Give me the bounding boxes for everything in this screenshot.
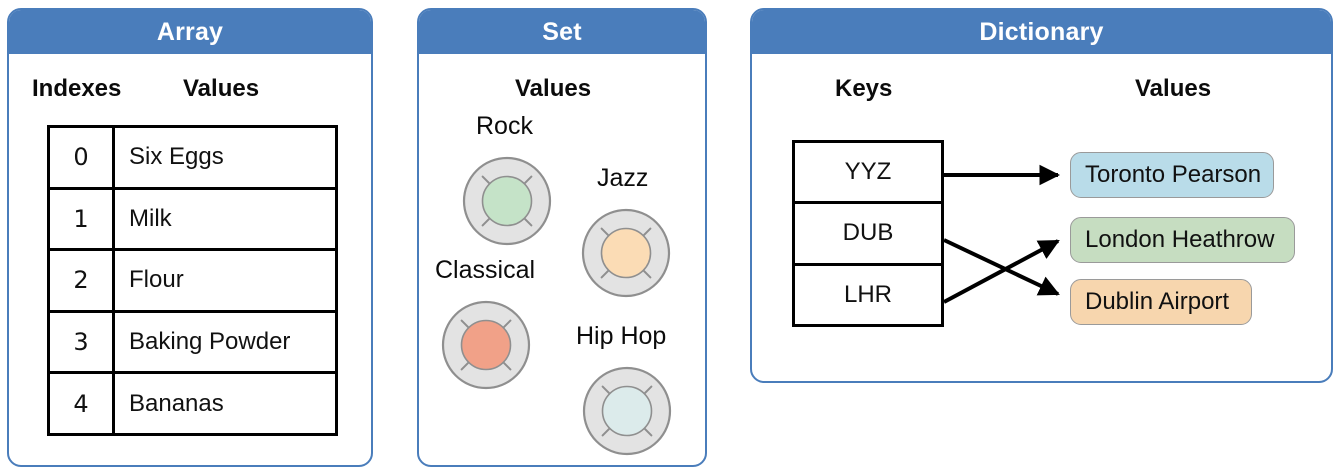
- panel-array-body: Indexes Values 0 Six Eggs 1 Milk 2 Flour…: [9, 54, 371, 465]
- array-index-cell: 4: [50, 374, 115, 433]
- record-disc-icon: [462, 156, 552, 246]
- panel-array-title-text: Array: [156, 17, 224, 46]
- table-row: 4 Bananas: [50, 374, 335, 433]
- dictionary-value-pill-toronto-pearson[interactable]: Toronto Pearson: [1070, 152, 1274, 198]
- dictionary-value-pill-london-heathrow[interactable]: London Heathrow: [1070, 217, 1295, 263]
- set-item-hip-hop[interactable]: [582, 366, 672, 461]
- array-value-cell: Milk: [129, 204, 172, 232]
- array-value-cell: Baking Powder: [129, 328, 291, 356]
- array-index-cell: 0: [50, 128, 115, 187]
- dictionary-mapping-arrows: [943, 164, 1061, 304]
- panel-array: Array Indexes Values 0 Six Eggs 1 Milk 2…: [7, 8, 373, 467]
- dictionary-keys-table: YYZ DUB LHR: [792, 140, 944, 327]
- dictionary-value-pill-dublin-airport[interactable]: Dublin Airport: [1070, 279, 1252, 325]
- arrow-lhr-to-london-heathrow: [943, 239, 1060, 304]
- array-column-header-indexes: Indexes: [32, 75, 122, 102]
- table-row: LHR: [795, 266, 941, 324]
- table-row: 1 Milk: [50, 189, 335, 252]
- dictionary-value-label: Toronto Pearson: [1085, 161, 1262, 188]
- set-item-jazz[interactable]: [581, 208, 671, 303]
- array-value-cell: Six Eggs: [129, 143, 224, 171]
- array-index-cell: 3: [50, 312, 115, 372]
- table-row: 2 Flour: [50, 251, 335, 313]
- panel-array-title: Array: [9, 10, 371, 54]
- table-row: YYZ: [795, 143, 941, 205]
- array-column-header-values: Values: [183, 75, 260, 102]
- panel-set-body: Values Rock Jazz: [419, 54, 705, 465]
- set-item-label-jazz: Jazz: [597, 164, 649, 192]
- set-item-label-classical: Classical: [435, 256, 536, 284]
- set-item-label-rock: Rock: [476, 112, 533, 140]
- panel-dictionary: Dictionary Keys Values YYZ DUB LHR: [750, 8, 1333, 383]
- dictionary-value-label: Dublin Airport: [1085, 288, 1230, 315]
- panel-set: Set Values Rock Jazz: [417, 8, 707, 467]
- array-value-cell: Bananas: [129, 389, 224, 417]
- dictionary-key-cell: YYZ: [844, 158, 892, 186]
- dictionary-column-header-keys: Keys: [835, 75, 893, 102]
- dictionary-value-label: London Heathrow: [1085, 226, 1275, 253]
- table-row: 3 Baking Powder: [50, 312, 335, 375]
- dictionary-column-header-values: Values: [1135, 75, 1212, 102]
- table-row: DUB: [795, 204, 941, 266]
- dictionary-key-cell: LHR: [843, 280, 892, 308]
- table-row: 0 Six Eggs: [50, 128, 335, 190]
- dictionary-key-cell: DUB: [842, 219, 894, 247]
- record-disc-icon: [582, 366, 672, 456]
- set-item-label-hip-hop: Hip Hop: [576, 322, 667, 350]
- array-value-cell: Flour: [129, 266, 184, 294]
- panel-dictionary-title: Dictionary: [752, 10, 1331, 54]
- set-item-rock[interactable]: [462, 156, 552, 251]
- panel-set-title: Set: [419, 10, 705, 54]
- array-index-cell: 2: [50, 251, 115, 310]
- panel-dictionary-title-text: Dictionary: [979, 17, 1104, 46]
- array-index-cell: 1: [50, 189, 115, 249]
- record-disc-icon: [581, 208, 671, 298]
- array-table: 0 Six Eggs 1 Milk 2 Flour 3 Baking Powde…: [47, 125, 338, 436]
- panel-dictionary-body: Keys Values YYZ DUB LHR: [752, 54, 1331, 381]
- set-column-header-values: Values: [515, 75, 592, 102]
- record-disc-icon: [441, 300, 531, 390]
- set-item-classical[interactable]: [441, 300, 531, 395]
- arrow-dub-to-dublin-airport: [943, 238, 1060, 296]
- panel-set-title-text: Set: [542, 17, 582, 46]
